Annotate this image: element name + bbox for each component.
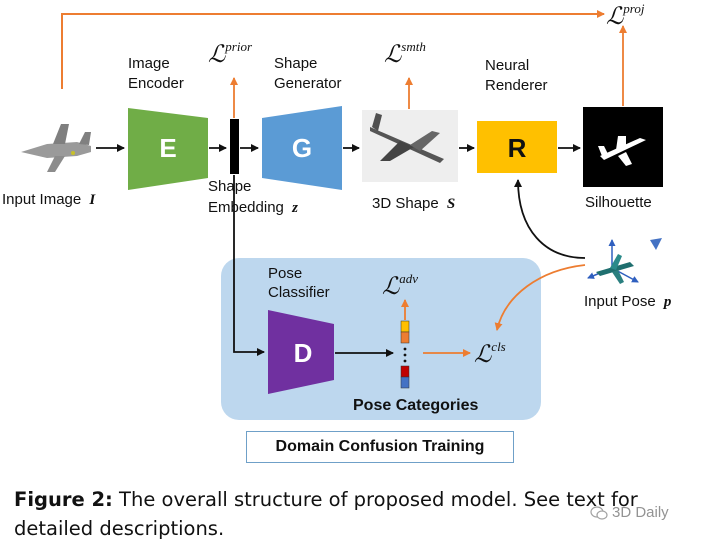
image-encoder-label-2: Encoder [128,75,184,92]
watermark-text: 3D Daily [612,504,669,521]
neural-renderer-label-1: Neural [485,57,529,74]
encoder-block [128,108,208,190]
shape-embedding-bar [230,119,239,174]
proj-loss-arrow [61,10,605,89]
silhouette-airplane-icon [598,136,646,166]
generator-block [262,106,342,190]
chat-bubble-icon [590,505,608,520]
shape-generator-label-1: Shape [274,55,317,72]
generator-letter: G [292,133,312,163]
discriminator-letter: D [294,338,313,368]
loss-smth: ℒsmth [384,39,426,68]
loss-adv: ℒadv [382,271,418,300]
renderer-block [477,121,557,173]
arrow-pose-to-renderer [514,179,586,259]
caption-prefix: Figure 2: [14,488,113,511]
input-pose-icon [587,238,662,284]
arrow-embedding-to-discriminator [233,175,265,356]
loss-prior: ℒprior [208,39,253,68]
input-image-airplane-icon [21,124,91,172]
image-encoder-label-1: Image [128,55,170,72]
watermark: 3D Daily [590,504,669,521]
pose-classifier-label-2: Classifier [268,284,330,301]
figure-caption: Figure 2: The overall structure of propo… [14,485,694,543]
arrow-pose-to-cls-loss [494,264,586,331]
loss-cls: ℒcls [474,339,506,368]
input-image-label: Input Image I [2,191,96,208]
shape-embedding-label-1: Shape [208,178,251,195]
shape-3d-label: 3D Shape S [372,195,455,212]
encoder-letter: E [159,133,176,163]
shape-embedding-label-2: Embedding z [208,199,298,216]
caption-text: The overall structure of proposed model.… [14,488,638,540]
shape-generator-label-2: Generator [274,75,342,92]
loss-proj: ℒproj [606,1,645,30]
input-pose-label: Input Pose p [584,293,672,310]
shape-3d-airplane-icon [370,113,444,163]
neural-renderer-label-2: Renderer [485,77,548,94]
discriminator-block [268,310,334,394]
pose-categories-bar [400,320,410,389]
silhouette-label: Silhouette [585,194,652,211]
pose-categories-label: Pose Categories [353,397,478,414]
domain-confusion-training-label: Domain Confusion Training [246,431,514,463]
pose-classifier-label-1: Pose [268,265,302,282]
renderer-letter: R [508,133,527,163]
